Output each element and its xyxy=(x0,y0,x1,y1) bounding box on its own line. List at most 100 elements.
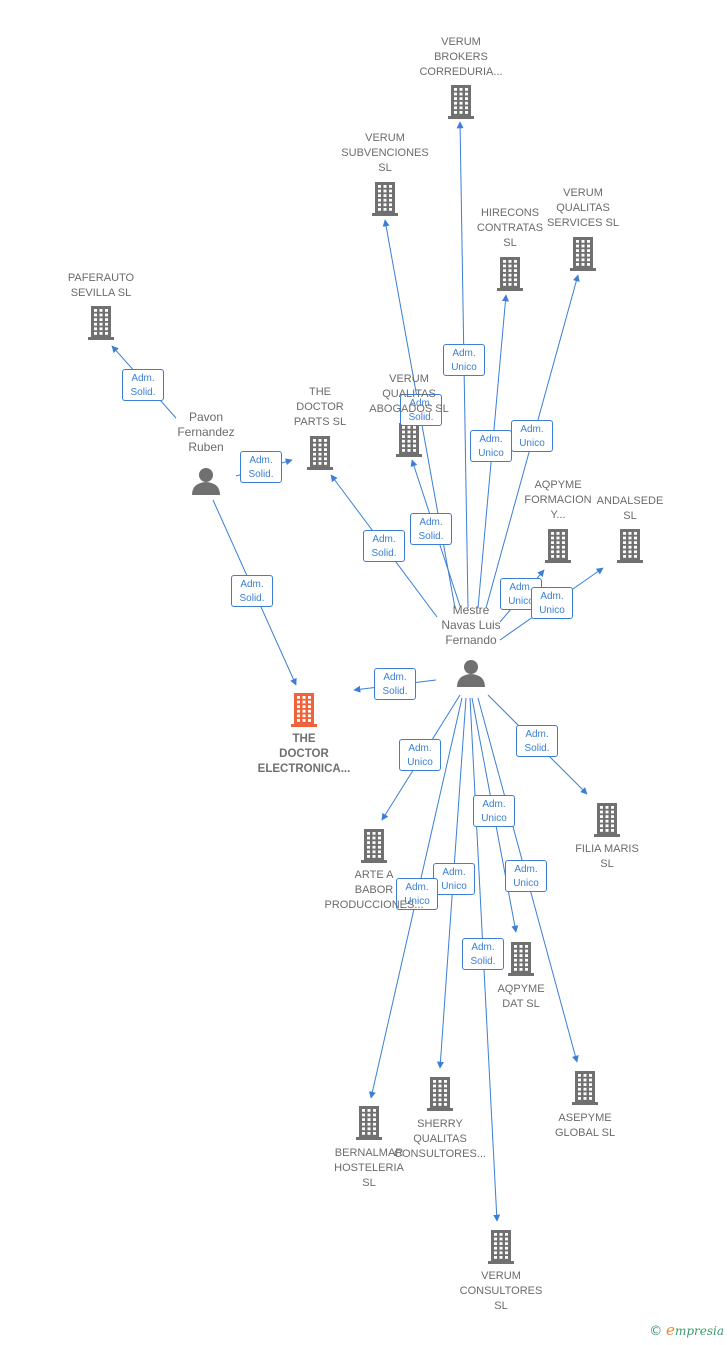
building-icon[interactable] xyxy=(545,529,571,563)
edge-badge-line: Adm. xyxy=(405,882,429,893)
node-label-line: BERNALMAR xyxy=(334,1147,404,1159)
node-label-line: SERVICES SL xyxy=(547,217,619,229)
edge-badge-line: Solid. xyxy=(470,956,496,967)
edge-badge-line: Solid. xyxy=(524,743,550,754)
edge-badge-mestre-asepyme[interactable]: Adm.Unico xyxy=(505,860,547,892)
edge-badge-mestre-sherry[interactable]: Adm.Unico xyxy=(433,863,475,895)
building-icon[interactable] xyxy=(497,257,523,291)
edge-badge-pavon-paferauto[interactable]: Adm.Solid. xyxy=(122,369,164,401)
node-label-line: ASEPYME xyxy=(558,1112,612,1124)
building-icon[interactable] xyxy=(372,182,398,216)
node-label-line: VERUM xyxy=(389,373,429,385)
edge-badge-mestre-andalsede[interactable]: Adm.Unico xyxy=(531,587,573,619)
building-icon[interactable] xyxy=(396,423,422,457)
edge-badge-line: Adm. xyxy=(525,729,549,740)
building-icon[interactable] xyxy=(570,237,596,271)
edge-badge-line: Solid. xyxy=(371,548,397,559)
edge-badge-pavon-doctor-electronica[interactable]: Adm.Solid. xyxy=(231,575,273,607)
edge-badge-mestre-verum-qualitas-services[interactable]: Adm. Unico xyxy=(511,420,553,452)
node-label-line: VERUM xyxy=(481,1270,521,1282)
node-label-line: Fernando xyxy=(445,633,497,647)
node-label-line: CORREDURIA... xyxy=(419,66,503,78)
edge-badge-line: Unico xyxy=(478,448,504,459)
edge-badge-line: Adm. xyxy=(131,373,155,384)
building-icon[interactable] xyxy=(572,1071,598,1105)
edge-badge-line: Adm. xyxy=(452,348,476,359)
node-label-line: FILIA MARIS xyxy=(575,843,639,855)
edge-badge-line: Adm. xyxy=(479,434,503,445)
edge-badge-line: Adm. xyxy=(540,591,564,602)
building-icon[interactable] xyxy=(291,693,317,727)
building-icon[interactable] xyxy=(361,829,387,863)
building-icon[interactable] xyxy=(617,529,643,563)
edge-badge-mestre-hirecons[interactable]: Adm. Unico xyxy=(470,430,512,462)
building-icon[interactable] xyxy=(307,436,333,470)
node-label-line: ANDALSEDE xyxy=(596,495,664,507)
node-label-line: FORMACION xyxy=(524,494,592,506)
edge-badge-line: Solid. xyxy=(382,686,408,697)
edge-badge-mestre-filia-maris[interactable]: Adm. Solid. xyxy=(516,725,558,757)
node-label-line: SHERRY xyxy=(417,1118,463,1130)
node-label-line: SL xyxy=(378,162,392,174)
edge-badge-mestre-doctor-parts[interactable]: Adm.Solid. xyxy=(363,530,405,562)
edge-badge-line: Adm. xyxy=(419,517,443,528)
person-icon[interactable] xyxy=(457,660,485,687)
node-label-line: SL xyxy=(362,1177,376,1189)
edge-badge-mestre-verum-qualitas-abogados[interactable]: Adm. Solid. xyxy=(410,513,452,545)
building-icon[interactable] xyxy=(356,1106,382,1140)
edge-badge-line: Adm. xyxy=(471,942,495,953)
node-label-line: VERUM xyxy=(441,36,481,48)
building-icon[interactable] xyxy=(508,942,534,976)
node-label-verum-qualitas-services[interactable]: VERUM QUALITAS SERVICES SL xyxy=(547,186,619,231)
building-icon[interactable] xyxy=(88,306,114,340)
node-label-line: PRODUCCIONES... xyxy=(324,899,424,911)
edge-badge-mestre-aqpyme-dat[interactable]: Adm.Unico xyxy=(473,795,515,827)
edge-badge-mestre-bernalmar[interactable]: Adm. Unico xyxy=(396,878,438,910)
edge-badge-line: Adm. xyxy=(408,743,432,754)
edge-badge-line: Adm. xyxy=(442,867,466,878)
node-label-line: ABOGADOS SL xyxy=(369,403,449,415)
edge-badge-mestre-verum-consultores[interactable]: Adm. Solid. xyxy=(462,938,504,970)
edge-badge-mestre-doctor-electronica[interactable]: Adm. Solid. xyxy=(374,668,416,700)
building-icon[interactable] xyxy=(448,85,474,119)
node-label-line: GLOBAL SL xyxy=(554,1127,616,1139)
node-label-line: SEVILLA SL xyxy=(70,287,132,299)
building-icon[interactable] xyxy=(427,1077,453,1111)
building-icon[interactable] xyxy=(488,1230,514,1264)
edge-badge-mestre-verum-brokers[interactable]: Adm.Unico xyxy=(443,344,485,376)
edge-badge-line: Adm. xyxy=(383,672,407,683)
edge-badge-line: Solid. xyxy=(248,469,274,480)
building-icon[interactable] xyxy=(594,803,620,837)
edge-badge-mestre-verum-subvenciones[interactable]: Adm.Solid. xyxy=(400,394,442,426)
edge-badge-line: Solid. xyxy=(418,531,444,542)
edge-badge-line: Unico xyxy=(404,896,430,907)
edge-badge-line: Solid. xyxy=(239,593,265,604)
node-label-asepyme[interactable]: ASEPYME GLOBAL SL xyxy=(555,1111,615,1141)
edge-badge-line: Unico xyxy=(519,438,545,449)
node-label-line: SUBVENCIONES xyxy=(341,147,429,159)
edge-badge-pavon-doctor-parts[interactable]: Adm.Solid. xyxy=(240,451,282,483)
edge-badge-mestre-arte-a-babor[interactable]: Adm.Unico xyxy=(399,739,441,771)
node-label-line: VERUM xyxy=(563,187,603,199)
node-label-line: QUALITAS xyxy=(556,202,610,214)
person-icon[interactable] xyxy=(192,468,220,495)
node-label-line: Y... xyxy=(550,509,566,521)
edge-badge-line: Adm. xyxy=(520,424,544,435)
